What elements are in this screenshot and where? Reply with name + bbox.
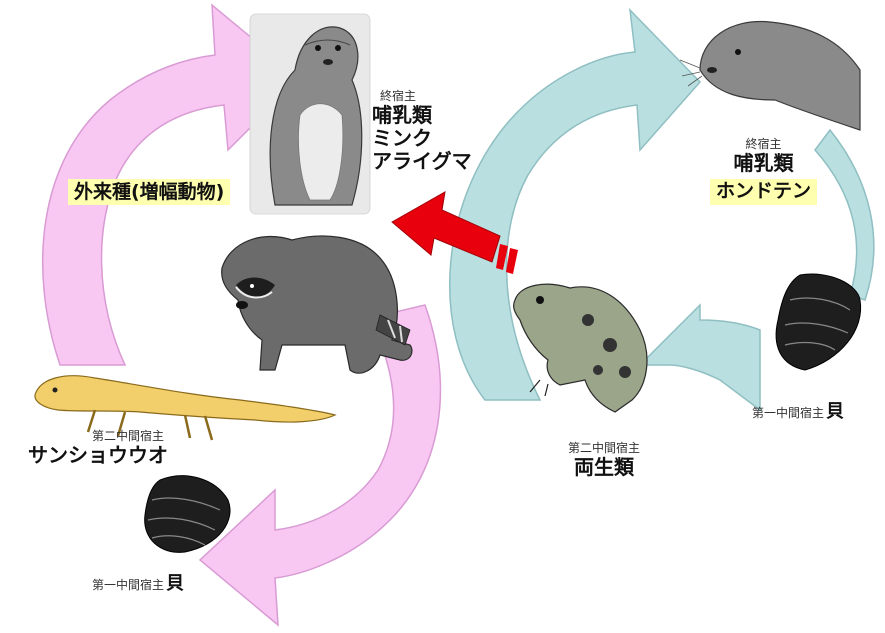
right-second-host-small: 第二中間宿主 <box>568 441 641 455</box>
right-final-host-species: ホンドテン <box>710 178 818 205</box>
left-final-host-label: 終宿主 哺乳類 ミンク アライグマ <box>372 89 472 173</box>
left-final-host-species-2: アライグマ <box>372 148 472 173</box>
left-first-host-small: 第一中間宿主 <box>92 578 165 592</box>
salamander-illustration <box>34 375 337 441</box>
left-final-host-class: 哺乳類 <box>372 102 432 127</box>
right-final-host-label: 終宿主 哺乳類 ホンドテン <box>710 137 818 205</box>
left-first-host-name: 貝 <box>166 573 185 594</box>
alien-species-label: 外来種(増幅動物) <box>68 179 231 205</box>
snail-left-illustration <box>144 475 231 553</box>
left-final-host-small: 終宿主 <box>380 89 417 103</box>
mink-illustration <box>249 13 371 215</box>
left-second-host-name: サンショウウオ <box>28 442 168 467</box>
left-second-host-label: 第二中間宿主 サンショウウオ <box>28 429 168 467</box>
right-first-host-name: 貝 <box>826 401 845 422</box>
frog-illustration <box>513 283 648 413</box>
right-first-host-small: 第一中間宿主 <box>752 406 825 420</box>
right-final-host-class: 哺乳類 <box>733 150 794 175</box>
left-first-host-label: 第一中間宿主貝 <box>92 573 185 595</box>
left-final-host-species-1: ミンク <box>372 125 432 150</box>
marten-illustration <box>679 20 861 131</box>
pink-arrow-bottom <box>198 304 442 627</box>
alien-species-badge: 外来種(増幅動物) <box>68 179 231 205</box>
snail-right-illustration <box>775 273 862 371</box>
right-second-host-name: 両生類 <box>574 454 634 479</box>
teal-arrow-left <box>638 303 761 412</box>
right-final-host-small: 終宿主 <box>745 137 782 151</box>
right-second-host-label: 第二中間宿主 両生類 <box>568 441 641 479</box>
left-second-host-small: 第二中間宿主 <box>91 429 164 443</box>
right-first-host-label: 第一中間宿主貝 <box>752 401 845 423</box>
red-transfer-arrow <box>391 191 518 274</box>
raccoon-illustration <box>221 235 413 374</box>
